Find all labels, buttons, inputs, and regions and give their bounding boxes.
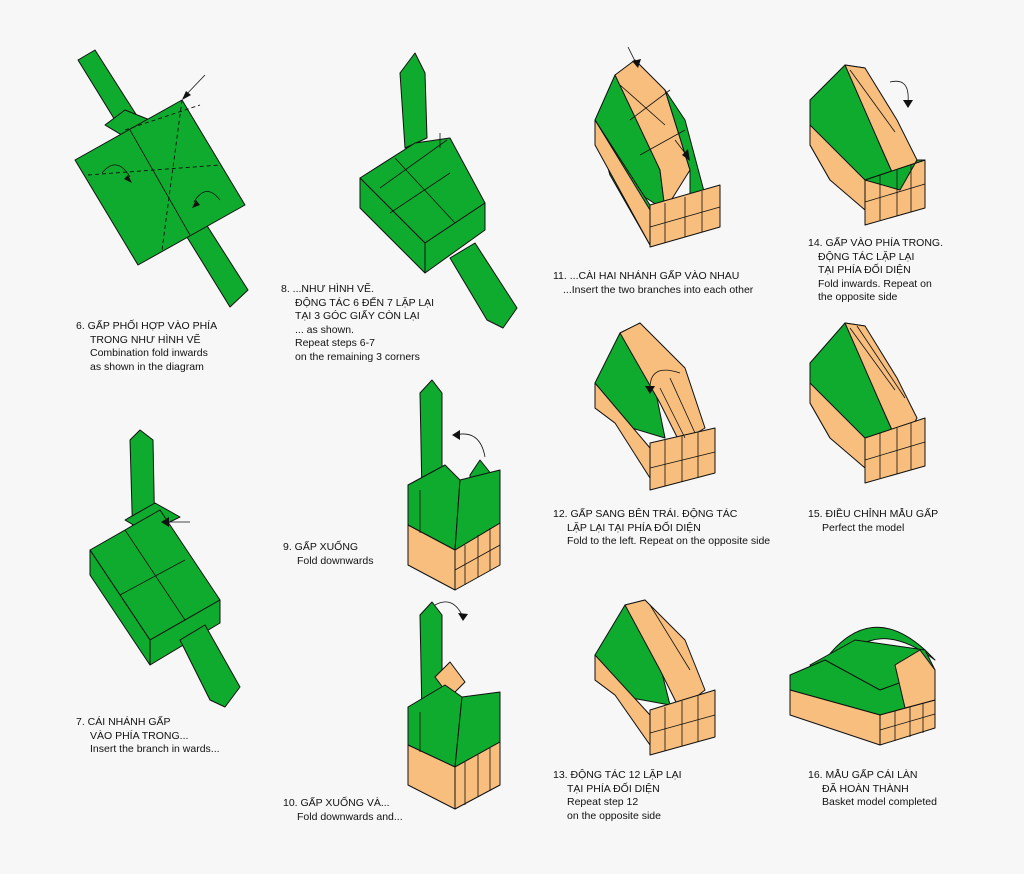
step-9-diagram: [400, 375, 520, 600]
step-8-line-4: ... as shown.: [295, 323, 354, 336]
step-13-line-2: TẠI PHÍA ĐỐI DIỆN: [567, 782, 660, 795]
step-8-line-5: Repeat steps 6-7: [295, 337, 375, 349]
step-13-line-4: on the opposite side: [567, 809, 661, 822]
step-14-line-4: Fold inwards. Repeat on: [818, 277, 932, 290]
step-12-caption: 12. GẤP SANG BÊN TRÁI. ĐỘNG TÁC LẶP LẠI …: [553, 508, 770, 549]
step-9-caption: 9. GẤP XUỐNG Fold downwards: [283, 541, 373, 568]
step-8-line-3: TẠI 3 GÓC GIẤY CÒN LẠI: [295, 310, 420, 322]
step-8-line-2: ĐỘNG TÁC 6 ĐẾN 7 LẶP LẠI: [295, 296, 435, 309]
step-8-line-6: on the remaining 3 corners: [295, 350, 420, 363]
step-9-line-1: 9. GẤP XUỐNG: [283, 541, 359, 553]
step-12-line-3: Fold to the left. Repeat on the opposite…: [567, 535, 771, 547]
step-10-diagram: [400, 597, 520, 822]
step-14-caption: 14. GẤP VÀO PHÍA TRONG. ĐỘNG TÁC LẶP LẠI…: [808, 237, 943, 305]
step-15-caption: 15. ĐIỀU CHỈNH MẪU GẤP Perfect the model: [808, 508, 938, 535]
step-16-diagram: [785, 610, 945, 760]
step-15-line-2: Perfect the model: [822, 521, 905, 534]
step-16-line-3: Basket model completed: [822, 796, 937, 808]
step-16-caption: 16. MẪU GẤP CÁI LÀN ĐÃ HOÀN THÀNH Basket…: [808, 769, 937, 810]
step-6-diagram: [70, 45, 260, 315]
step-8-diagram: [355, 48, 535, 338]
step-7-line-1: 7. CÁI NHÁNH GẤP: [76, 716, 171, 728]
step-15-diagram: [805, 318, 935, 493]
step-7-diagram: [85, 425, 255, 715]
step-7-caption: 7. CÁI NHÁNH GẤP VÀO PHÍA TRONG... Inser…: [76, 716, 220, 757]
step-6-line-4: as shown in the diagram: [90, 360, 204, 373]
step-14-line-3: TẠI PHÍA ĐỐI DIỆN: [818, 264, 911, 276]
step-6-caption: 6. GẤP PHỐI HỢP VÀO PHÍA TRONG NHƯ HÌNH …: [76, 320, 217, 374]
step-10-line-2: Fold downwards and...: [297, 810, 403, 823]
step-12-diagram: [590, 318, 730, 503]
step-10-line-1: 10. GẤP XUỐNG VÀ...: [283, 797, 390, 809]
step-11-line-1: 11. ...CÀI HAI NHÁNH GẤP VÀO NHAU: [553, 270, 740, 282]
step-8-line-1: 8. ...NHƯ HÌNH VẼ.: [281, 283, 374, 295]
step-14-diagram: [805, 60, 935, 235]
step-11-line-2: ...Insert the two branches into each oth…: [563, 283, 754, 296]
step-6-line-1: 6. GẤP PHỐI HỢP VÀO PHÍA: [76, 320, 218, 332]
step-14-line-5: the opposite side: [818, 291, 898, 303]
step-15-line-1: 15. ĐIỀU CHỈNH MẪU GẤP: [808, 508, 939, 520]
step-8-caption: 8. ...NHƯ HÌNH VẼ. ĐỘNG TÁC 6 ĐẾN 7 LẶP …: [281, 283, 434, 364]
step-16-line-1: 16. MẪU GẤP CÁI LÀN: [808, 769, 918, 781]
step-12-line-1: 12. GẤP SANG BÊN TRÁI. ĐỘNG TÁC: [553, 508, 738, 520]
step-7-line-2: VÀO PHÍA TRONG...: [90, 729, 189, 742]
step-7-line-3: Insert the branch in wards...: [90, 743, 220, 755]
step-13-diagram: [590, 595, 730, 765]
step-6-line-3: Combination fold inwards: [90, 347, 208, 359]
step-11-caption: 11. ...CÀI HAI NHÁNH GẤP VÀO NHAU ...Ins…: [553, 270, 753, 297]
step-6-line-2: TRONG NHƯ HÌNH VẼ: [90, 333, 201, 346]
step-16-line-2: ĐÃ HOÀN THÀNH: [822, 782, 909, 795]
step-12-line-2: LẶP LẠI TẠI PHÍA ĐỐI DIỆN: [567, 521, 701, 534]
step-11-diagram: [590, 45, 730, 270]
step-13-line-3: Repeat step 12: [567, 796, 639, 808]
step-9-line-2: Fold downwards: [297, 554, 374, 567]
step-10-caption: 10. GẤP XUỐNG VÀ... Fold downwards and..…: [283, 797, 403, 824]
step-13-caption: 13. ĐỘNG TÁC 12 LẶP LẠI TẠI PHÍA ĐỐI DIỆ…: [553, 769, 682, 823]
step-14-line-2: ĐỘNG TÁC LẶP LẠI: [818, 250, 915, 263]
step-13-line-1: 13. ĐỘNG TÁC 12 LẶP LẠI: [553, 769, 682, 781]
step-14-line-1: 14. GẤP VÀO PHÍA TRONG.: [808, 237, 943, 249]
